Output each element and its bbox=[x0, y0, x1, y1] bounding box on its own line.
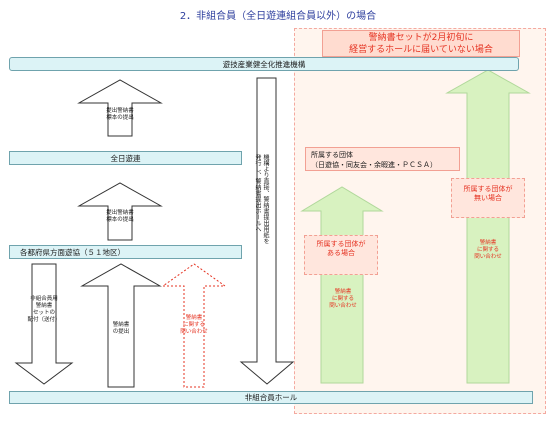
green-arrow-left bbox=[300, 186, 384, 384]
affiliated-group-title: 所属する団体 bbox=[311, 151, 353, 159]
arrow-label-inquiry: 警納書 に関する 問い合わせ bbox=[180, 315, 208, 335]
up-arrow-to-organization bbox=[77, 79, 163, 137]
zennichi-bar: 全日遊連 bbox=[9, 151, 242, 165]
long-arrow-text: 機構より直接、警納書提出用紙を 発行し、警納書提出ホールへ bbox=[254, 154, 269, 244]
affiliated-group-list: （日遊協・同友会・余暇進・ＰＣＳＡ） bbox=[311, 161, 437, 169]
long-down-arrow bbox=[239, 77, 295, 385]
hall-bar: 非組合員ホール bbox=[9, 391, 533, 404]
up-arrow-to-zennichi bbox=[77, 182, 163, 241]
affiliated-group-box: 所属する団体 （日遊協・同友会・余暇進・ＰＣＳＡ） bbox=[305, 147, 460, 171]
has-group-box: 所属する団体が ある場合 bbox=[304, 235, 378, 275]
arrow-label-submit: 警納書 の提出 bbox=[112, 322, 130, 335]
arrow-label-distribution: 非組合員用 警納書 セットの 配付（送付） bbox=[27, 296, 61, 323]
arrow-label-up2: 提出警納書 標本の提出 bbox=[106, 210, 134, 223]
green-arrow-right bbox=[445, 69, 531, 384]
region-title: 警納書セットが2月初旬に 経営するホールに届いていない場合 bbox=[322, 30, 520, 57]
up-arrow-from-hall bbox=[80, 263, 162, 388]
prefecture-bar: 各都府県方面遊協（５１地区） bbox=[9, 245, 242, 259]
organization-bar: 遊技産業健全化推進機構 bbox=[9, 57, 519, 71]
dotted-inquiry-arrow bbox=[161, 263, 227, 388]
region-title-line1: 警納書セットが2月初旬に bbox=[368, 33, 474, 43]
region-title-line2: 経営するホールに届いていない場合 bbox=[349, 45, 493, 55]
down-arrow-to-hall bbox=[14, 263, 74, 385]
no-group-box: 所属する団体が 無い場合 bbox=[451, 178, 525, 218]
has-group-inquiry: 警納書 に関する 問い合わせ bbox=[329, 289, 357, 309]
page-title: 2．非組合員（全日遊連組合員以外）の場合 bbox=[179, 11, 377, 22]
no-group-inquiry: 警納書 に関する 問い合わせ bbox=[474, 240, 502, 260]
arrow-label-up1: 提出警納書 標本の提出 bbox=[106, 108, 134, 121]
